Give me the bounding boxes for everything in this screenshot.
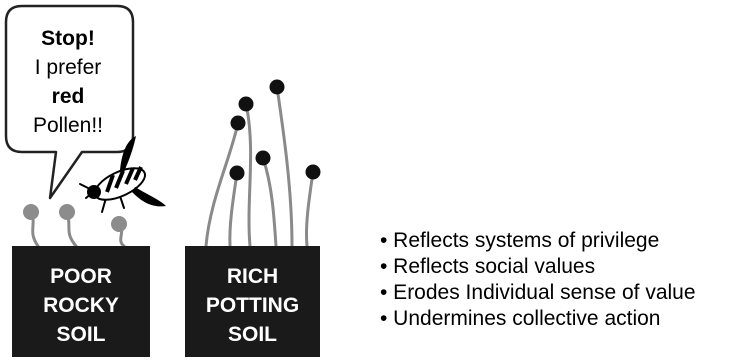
rich-flower-4 [255, 150, 271, 166]
bullet-item: • Erodes Individual sense of value [380, 281, 696, 304]
bullet-item: • Reflects systems of privilege [380, 229, 660, 252]
poor-soil-box [12, 246, 150, 357]
poor-soil-line-2: ROCKY [43, 294, 119, 317]
poor-soil-line-3: SOIL [56, 323, 106, 346]
poor-soil-line-1: POOR [50, 265, 112, 288]
rich-flower-2 [238, 96, 254, 112]
bubble-line-1: Stop! [41, 27, 95, 50]
rich-soil-label: RICH POTTING SOIL [185, 262, 320, 349]
bee-icon [79, 136, 166, 213]
rich-flower-5 [269, 79, 285, 95]
bullet-item: • Reflects social values [380, 255, 596, 278]
bubble-line-3: red [51, 85, 85, 108]
rich-soil-line-1: RICH [226, 265, 279, 288]
poor-stems [30, 210, 126, 248]
rich-flower-3 [229, 165, 245, 181]
rich-flowers [229, 79, 321, 181]
bubble-line-2: I prefer [34, 56, 102, 79]
rich-stem-2 [244, 102, 253, 248]
poor-flower-2 [59, 204, 75, 220]
rich-stem-6 [304, 170, 315, 248]
bullet-item: • Undermines collective action [380, 307, 661, 330]
rich-soil-line-3: SOIL [227, 323, 277, 346]
rich-stem-1 [204, 121, 240, 248]
rich-soil-line-2: POTTING [205, 294, 300, 317]
rich-flower-1 [230, 115, 246, 131]
speech-bubble [4, 4, 135, 200]
speech-bubble-text: Stop! I prefer red Pollen!! [14, 24, 122, 140]
rich-stem-5 [275, 85, 294, 248]
rich-stem-4 [261, 156, 278, 248]
bubble-line-4: Pollen!! [32, 114, 104, 137]
poor-flower-3 [111, 216, 127, 232]
poor-flowers [23, 204, 127, 232]
bullet-list: • Reflects systems of privilege • Reflec… [380, 228, 696, 332]
poor-soil-label: POOR ROCKY SOIL [12, 262, 150, 349]
rich-flower-6 [305, 164, 321, 180]
rich-stem-3 [228, 171, 239, 248]
rich-soil-box [185, 246, 320, 357]
poor-flower-1 [23, 204, 39, 220]
rich-stems [204, 85, 315, 248]
